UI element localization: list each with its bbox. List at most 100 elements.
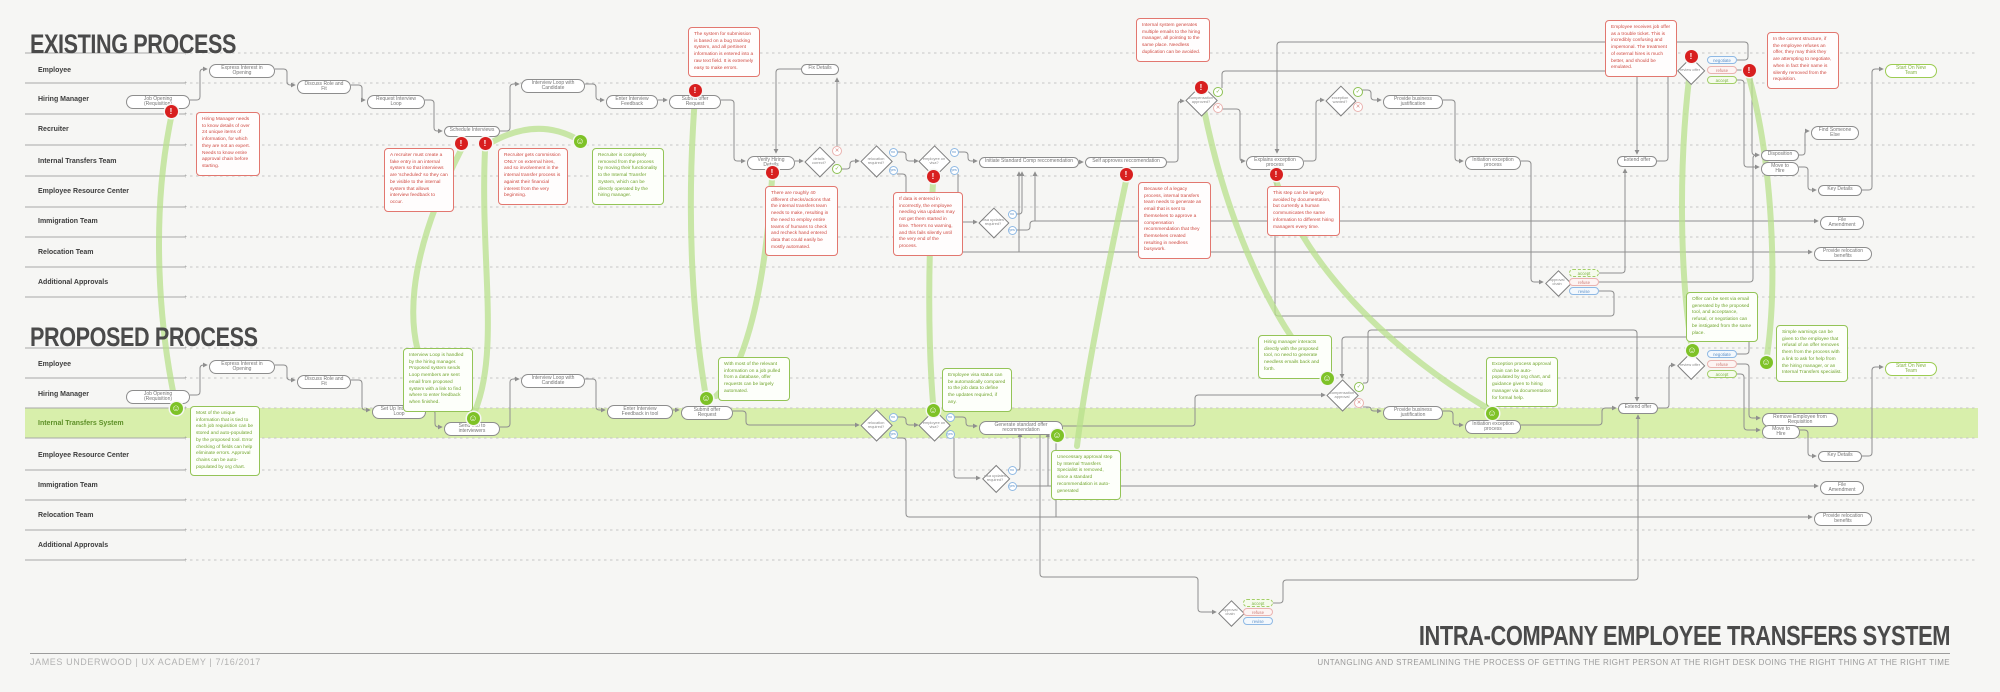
option-refuse: refuse — [1243, 608, 1273, 616]
branch-yes: yes — [949, 165, 959, 175]
decision-label: details correct? — [811, 155, 827, 165]
option-accept: accept — [1707, 370, 1737, 378]
decision-ex-details-correct: details correct? — [804, 146, 836, 178]
cross-circle-icon: ✕ — [1213, 103, 1223, 113]
improvement-smiley-icon: ☺ — [1050, 428, 1064, 442]
decision-ex-employee-visa: employee on visa? — [918, 145, 952, 179]
decision-pr-relocation-required: relocation required? — [860, 409, 894, 443]
improvement-note-16: Employee visa status can be automaticall… — [942, 368, 1012, 412]
node-pr-file-amendment: File Amendment — [1820, 480, 1864, 495]
node-pr-interview-loop: Interview Loop with Candidate — [521, 373, 585, 388]
pain-point-icon: ! — [1194, 80, 1208, 94]
decision-ex-review-offer: review offer — [1676, 56, 1706, 86]
node-ex-move-to-hire: Move to Hire — [1761, 161, 1799, 176]
node-ex-discuss-role: Discuss Role and Fit — [297, 79, 351, 94]
branch-no: no — [888, 412, 898, 422]
svg-text:+: + — [184, 528, 188, 534]
node-pr-remove-employee: Remove Employee from Requisition — [1762, 412, 1838, 427]
option-revise: revise — [1243, 617, 1273, 625]
decision-ex-relocation-required: relocation required? — [860, 145, 894, 179]
branch-yes: yes — [945, 429, 955, 439]
node-ex-initiation-exception: Initiation exception process — [1465, 155, 1521, 170]
check-circle-icon: ✓ — [1353, 87, 1363, 97]
pain-note-12: In the current structure, if the employe… — [1767, 32, 1839, 89]
improvement-smiley-icon: ☺ — [169, 401, 183, 415]
decision-pr-comp-approval: compensation approval — [1326, 379, 1360, 413]
branch-no: no — [1007, 465, 1017, 475]
node-pr-business-justification: Provide business justification — [1383, 405, 1443, 420]
decision-label: employee on visa? — [922, 419, 946, 429]
node-ex-submit-offer: Submit offer Request — [669, 94, 721, 109]
improvement-note-4: Recruiter is completely removed from the… — [592, 148, 664, 205]
branch-no: no — [1007, 209, 1017, 219]
improvement-smiley-icon: ☺ — [466, 411, 480, 425]
section-title-existing-process: EXISTING PROCESS — [30, 29, 237, 59]
node-pr-job-opening: Job Opening (Requisition) — [126, 389, 190, 404]
node-ex-interview-loop: Interview Loop with Candidate — [521, 78, 585, 93]
svg-text:+: + — [184, 346, 188, 352]
node-ex-relocation-benefits: Provide relocation benefits — [1814, 246, 1872, 261]
pain-note-1: Hiring Manager needs to know details of … — [196, 112, 260, 176]
improvement-smiley-icon: ☺ — [926, 403, 940, 417]
decision-label: visa updates required? — [984, 472, 1006, 482]
lane-label-relocation-team: Relocation Team — [38, 249, 94, 256]
node-ex-key-details: Key Details — [1818, 184, 1862, 196]
decision-label: compensation approval — [1329, 389, 1355, 399]
decision-ex-approval-chain: approval chain — [1544, 269, 1572, 297]
node-ex-request-loop: Request Interview Loop — [367, 94, 425, 109]
svg-text:+: + — [184, 436, 188, 442]
lane-label-employee: Employee — [38, 67, 72, 74]
node-ex-self-approves: Self approves reccomendation — [1085, 156, 1167, 168]
poster-subtitle: UNTANGLING AND STREAMLINING THE PROCESS … — [1317, 658, 1950, 667]
poster-title: INTRA-COMPANY EMPLOYEE TRANSFERS SYSTEM — [1418, 620, 1951, 651]
decision-label: visa updates required? — [982, 216, 1004, 226]
lane-label-immigration-team: Immigration Team — [38, 218, 98, 225]
lane-label-employee: Employee — [38, 361, 72, 368]
node-ex-extend-offer: Extend offer — [1617, 155, 1657, 167]
svg-text:+: + — [184, 143, 188, 149]
branch-yes: yes — [1007, 225, 1017, 235]
pain-point-icon: ! — [1742, 63, 1756, 77]
pain-note-5: The system for submission is based on a … — [688, 27, 760, 78]
node-pr-enter-feedback: Enter Interview Feedback in tool — [607, 404, 673, 419]
pain-point-icon: ! — [926, 169, 940, 183]
svg-text:+: + — [184, 265, 188, 271]
node-ex-file-amendment: File Amendment — [1820, 215, 1864, 230]
node-pr-generate-offer: Generate standard offer recommendation — [979, 420, 1063, 435]
lane-label-internal-transfers-system: Internal Transfers System — [38, 420, 124, 427]
pain-note-11: Employee receives job offer as a trouble… — [1605, 20, 1677, 77]
lane-label-additional-approvals: Additional Approvals — [38, 542, 109, 549]
decision-label: relocation required? — [867, 419, 885, 429]
branch-no: no — [888, 147, 898, 157]
pain-point-icon: ! — [454, 136, 468, 150]
pain-point-icon: ! — [164, 104, 178, 118]
improvement-note-13: Most of the unique information that is t… — [190, 406, 260, 477]
improvement-note-15: With most of the relevant information on… — [718, 357, 790, 401]
author-credit: JAMES UNDERWOOD | UX ACADEMY | 7/16/2017 — [30, 657, 261, 667]
decision-label: review offer — [1679, 66, 1701, 72]
improvement-note-18: Hiring manager interacts directly with t… — [1258, 335, 1332, 379]
decision-label: approval chain — [1549, 276, 1565, 286]
svg-text:+: + — [184, 406, 188, 412]
option-revise: revise — [1569, 287, 1599, 295]
pain-point-icon: ! — [478, 136, 492, 150]
footer-divider — [30, 653, 1950, 654]
check-circle-icon: ✓ — [1354, 382, 1364, 392]
option-refuse: refuse — [1707, 360, 1737, 368]
decision-label: employee on visa? — [922, 155, 946, 165]
lane-label-internal-transfers-team: Internal Transfers Team — [38, 158, 117, 165]
svg-text:+: + — [184, 81, 188, 87]
node-ex-disposition: Disposition — [1761, 149, 1799, 161]
lane-label-additional-approvals: Additional Approvals — [38, 279, 109, 286]
decision-ex-exception-wanted: exception wanted? — [1325, 85, 1357, 117]
node-pr-move-to-hire: Move to Hire — [1762, 424, 1800, 439]
pain-point-icon: ! — [688, 83, 702, 97]
lane-label-recruiter: Recruiter — [38, 126, 69, 133]
decision-pr-employee-visa: employee on visa? — [918, 409, 952, 443]
pain-note-8: Internal system generates multiple email… — [1136, 18, 1210, 62]
branch-yes: yes — [888, 165, 898, 175]
svg-text:+: + — [184, 205, 188, 211]
pain-note-9: Because of a legacy process, internal tr… — [1138, 182, 1211, 260]
improvement-note-17: Unecessary approval step by Internal Tra… — [1051, 450, 1121, 501]
pain-note-10: This step can be largely avoided by docu… — [1267, 186, 1340, 237]
